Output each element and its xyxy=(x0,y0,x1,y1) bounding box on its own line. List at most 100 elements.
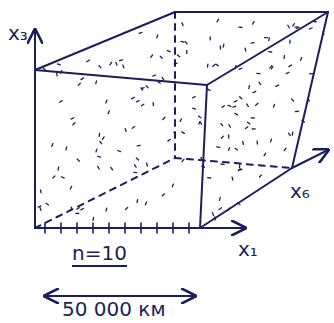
speckle xyxy=(199,121,200,124)
speckle xyxy=(145,202,146,205)
speckle xyxy=(141,88,143,91)
speckle xyxy=(137,145,140,147)
speckle xyxy=(251,42,254,44)
speckle xyxy=(181,41,184,43)
speckle xyxy=(259,175,261,177)
speckle xyxy=(216,64,219,66)
axis-x3 xyxy=(34,30,36,228)
speckle xyxy=(295,26,298,28)
speckle xyxy=(235,148,237,150)
speckle xyxy=(239,27,242,29)
tick xyxy=(92,223,94,233)
speckle xyxy=(310,73,313,74)
speckle xyxy=(193,108,196,109)
speckle xyxy=(81,209,84,210)
hidden-edge xyxy=(174,12,176,158)
tick xyxy=(124,223,126,233)
tick xyxy=(44,223,46,233)
speckle xyxy=(235,113,238,115)
speckle xyxy=(239,68,242,69)
speckle xyxy=(182,159,184,161)
speckle xyxy=(238,169,240,171)
speckle xyxy=(240,97,242,99)
axis-label: x₆ xyxy=(290,180,310,202)
speckle xyxy=(259,82,261,84)
speckle xyxy=(136,101,139,102)
speckle xyxy=(139,32,142,33)
speckle xyxy=(77,208,80,210)
speckle xyxy=(220,46,222,49)
speckle xyxy=(248,86,250,89)
speckle xyxy=(253,21,254,24)
speckle xyxy=(273,104,274,107)
speckle xyxy=(151,55,153,57)
speckle xyxy=(43,68,45,70)
speckle xyxy=(70,186,71,189)
speckle xyxy=(269,51,272,53)
speckle xyxy=(186,50,187,53)
speckle xyxy=(293,24,295,26)
speckle xyxy=(268,38,270,41)
speckle xyxy=(231,177,233,180)
tick xyxy=(60,223,62,233)
speckle xyxy=(136,200,138,203)
speckle xyxy=(111,167,113,169)
speckle xyxy=(233,106,236,108)
speckle xyxy=(160,56,162,58)
speckle xyxy=(125,208,127,210)
speckle xyxy=(100,141,102,143)
speckle xyxy=(219,197,221,200)
speckle xyxy=(244,48,246,51)
speckle xyxy=(177,55,179,57)
tick xyxy=(156,223,158,233)
speckle xyxy=(122,65,124,68)
speckle xyxy=(146,86,148,88)
speckle xyxy=(116,62,117,65)
speckle xyxy=(222,106,224,108)
speckle xyxy=(182,23,183,26)
speckle xyxy=(53,176,55,178)
speckle xyxy=(223,44,225,47)
speckle xyxy=(105,208,107,211)
speckle xyxy=(132,97,135,98)
speckle xyxy=(56,73,58,76)
speckle xyxy=(251,117,254,118)
speckle xyxy=(57,63,60,65)
speckle xyxy=(284,148,286,151)
dimension-label: 50 000 км xyxy=(62,298,166,320)
hidden-edge xyxy=(175,158,292,168)
speckle xyxy=(265,37,268,38)
speckle xyxy=(120,59,123,61)
speckle xyxy=(207,64,209,67)
speckle xyxy=(98,166,99,169)
speckle xyxy=(289,65,292,67)
speckle xyxy=(153,75,156,76)
cube-edge xyxy=(35,70,207,228)
speckle xyxy=(213,65,215,67)
speckle xyxy=(228,148,229,151)
speckle xyxy=(146,163,148,166)
speckle xyxy=(210,37,211,40)
speckle xyxy=(61,177,64,178)
speckle xyxy=(283,56,285,59)
speckle xyxy=(60,101,63,103)
speckle xyxy=(52,144,53,147)
speckle xyxy=(73,123,75,125)
speckle xyxy=(208,177,211,179)
speckle xyxy=(152,103,154,106)
speckle xyxy=(77,159,79,161)
speckle xyxy=(247,104,249,107)
tick xyxy=(76,223,78,233)
speckle xyxy=(39,208,41,211)
speckle xyxy=(248,122,250,124)
speckle xyxy=(98,156,101,158)
speckle xyxy=(252,128,255,129)
speckle xyxy=(98,133,100,136)
speckle xyxy=(134,172,137,173)
speckle xyxy=(264,153,266,156)
speckle xyxy=(87,60,90,62)
axis-label: x₃ xyxy=(8,22,28,44)
cube-edge xyxy=(35,12,328,85)
speckle xyxy=(198,116,200,118)
speckle xyxy=(253,91,256,92)
